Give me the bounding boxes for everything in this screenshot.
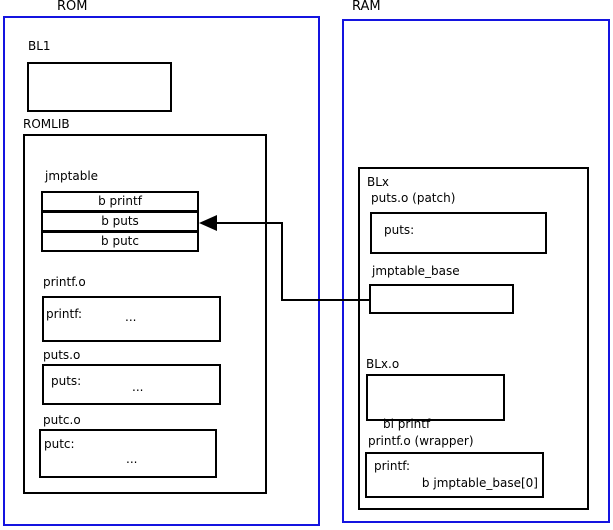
- puts-patch-label: puts.o (patch): [371, 191, 456, 205]
- jmptable-base-label: jmptable_base: [372, 264, 460, 278]
- jmptable-row-b-putc: b putc: [41, 231, 199, 252]
- bl1-label: BL1: [28, 39, 51, 53]
- putc-symbol: putc:: [44, 437, 75, 451]
- printf-o-box: printf: ...: [42, 296, 221, 342]
- jmptable-base-box: [369, 284, 514, 314]
- printf-wrapper-box: printf: b jmptable_base[0]: [365, 452, 544, 498]
- printf-wrapper-instruction: b jmptable_base[0]: [421, 476, 538, 490]
- blx-o-box: bl printf bl puts: [366, 374, 505, 479]
- jmptable-label: jmptable: [45, 169, 99, 183]
- putc-body-ellipsis: ...: [126, 452, 138, 466]
- printf-body-ellipsis: ...: [125, 310, 137, 324]
- jmptable-row-b-printf: b printf: [41, 191, 199, 212]
- blx-label: BLx: [367, 175, 390, 189]
- puts-symbol: puts:: [51, 374, 82, 388]
- putc-o-box: putc: ...: [39, 429, 217, 478]
- printf-o-label: printf.o: [43, 275, 86, 289]
- romlib-box: [23, 134, 267, 494]
- ram-region-label: RAM: [352, 0, 381, 14]
- bl1-box: [27, 62, 172, 112]
- rom-region-label: ROM: [57, 0, 88, 14]
- puts-body-ellipsis: ...: [132, 380, 144, 394]
- blx-o-label: BLx.o: [366, 357, 400, 371]
- printf-wrapper-label: printf.o (wrapper): [368, 434, 474, 448]
- jmptable-row-b-puts: b puts: [41, 211, 199, 232]
- putc-o-label: putc.o: [43, 413, 81, 427]
- puts-o-box: puts: ...: [42, 364, 221, 405]
- puts-o-label: puts.o: [43, 348, 81, 362]
- romlib-label: ROMLIB: [23, 117, 70, 131]
- blx-box: [358, 167, 589, 510]
- printf-wrapper-symbol: printf:: [374, 459, 411, 473]
- puts-patch-symbol: puts:: [384, 223, 415, 237]
- printf-symbol: printf:: [46, 307, 83, 321]
- blx-o-line-bl-printf: bl printf: [383, 417, 431, 431]
- puts-patch-box: puts:: [370, 212, 547, 254]
